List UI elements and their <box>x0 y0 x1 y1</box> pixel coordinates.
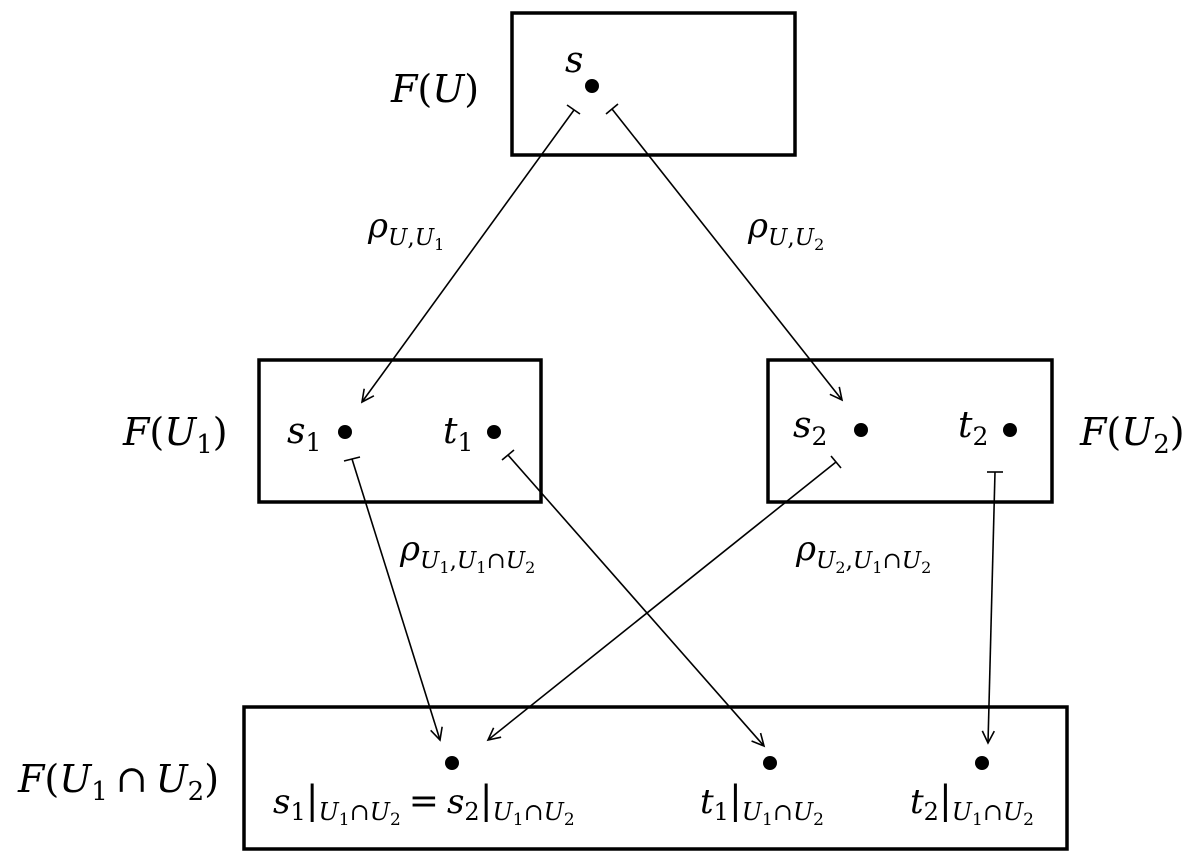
arrow-t1-to-t1-restricted <box>501 449 766 748</box>
element-t1: t1 <box>443 411 473 457</box>
dot-t1 <box>487 425 501 439</box>
map-label-rho-U-U2: ρU,U2 <box>747 206 824 254</box>
label-FU2: F(U2) <box>1079 410 1185 460</box>
element-s2: s2 <box>793 405 827 451</box>
dot-s2 <box>854 423 868 437</box>
element-s1: s1 <box>287 411 321 457</box>
element-s: s <box>565 40 583 81</box>
arrow-s-to-s1 <box>360 104 581 404</box>
label-FU1U2: F(U1∩U2) <box>17 757 219 807</box>
element-s-restricted: s1|U1∩U2=s2|U1∩U2 <box>273 778 575 830</box>
dot-s1 <box>338 425 352 439</box>
map-label-rho-U-U1: ρU,U1 <box>367 206 444 254</box>
map-label-rho-U2-U1U2: ρU2,U1∩U2 <box>795 529 931 577</box>
box-FU2 <box>766 358 1054 504</box>
label-FU: F(U) <box>390 67 479 111</box>
dot-s <box>585 79 599 93</box>
element-t2-restricted: t2|U1∩U2 <box>910 778 1034 830</box>
arrow-s2-to-glued <box>486 455 842 742</box>
arrow-s-to-s2 <box>605 103 844 402</box>
dot-t1-restricted <box>763 756 777 770</box>
dot-t2-restricted <box>975 756 989 770</box>
arrow-s1-to-glued <box>343 456 443 742</box>
element-t1-restricted: t1|U1∩U2 <box>700 778 824 830</box>
box-FU1U2 <box>242 705 1069 851</box>
map-label-rho-U1-U1U2: ρU1,U1∩U2 <box>399 529 535 577</box>
dot-t2 <box>1003 423 1017 437</box>
arrow-t2-to-t2-restricted <box>981 471 1003 745</box>
label-FU1: F(U1) <box>122 410 228 460</box>
box-FU <box>510 11 797 157</box>
box-FU1 <box>257 358 543 504</box>
element-t2: t2 <box>958 405 988 451</box>
dot-s-glued <box>445 756 459 770</box>
